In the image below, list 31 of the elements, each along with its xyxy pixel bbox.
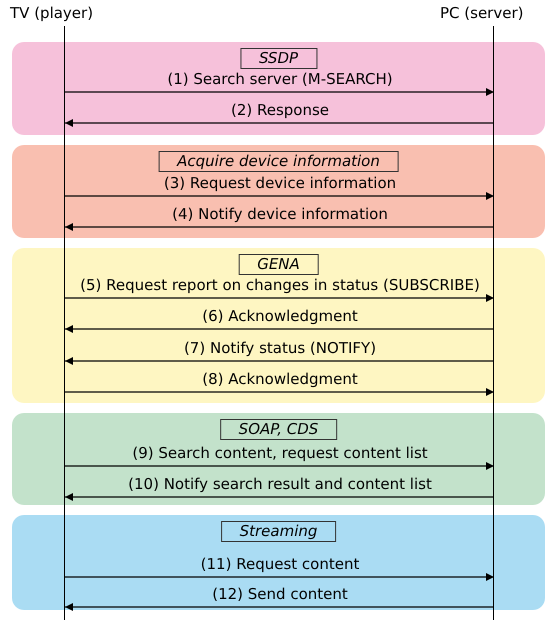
message-arrow <box>65 573 494 581</box>
message-arrow <box>65 388 494 396</box>
message-label: (2) Response <box>230 101 330 119</box>
message-label: (3) Request device information <box>164 174 396 192</box>
message-arrow <box>65 462 494 470</box>
phase-title: GENA <box>238 254 319 275</box>
message-label: (7) Notify status (NOTIFY) <box>184 339 376 357</box>
lifeline-label: PC (server) <box>440 4 524 22</box>
message-arrow <box>65 325 494 333</box>
message-label: (11) Request content <box>200 555 360 573</box>
message-label: (9) Search content, request content list <box>132 444 428 462</box>
phase-title: SSDP <box>240 48 318 69</box>
phase-title: Streaming <box>220 521 336 542</box>
phase-title: Acquire device information <box>158 151 399 172</box>
message-arrow <box>65 223 494 231</box>
message-label: (5) Request report on changes in status (SUBSCRIBE) <box>80 276 480 294</box>
message-arrow <box>65 493 494 501</box>
message-arrow <box>65 294 494 302</box>
lifeline-label: TV (player) <box>10 4 94 22</box>
message-label: (8) Acknowledgment <box>202 370 358 388</box>
message-arrow <box>65 357 494 365</box>
phase-title: SOAP, CDS <box>220 419 338 440</box>
message-label: (6) Acknowledgment <box>202 307 358 325</box>
message-arrow <box>65 603 494 611</box>
message-label: (12) Send content <box>212 585 348 603</box>
message-arrow <box>65 192 494 200</box>
message-label: (4) Notify device information <box>172 205 388 223</box>
message-label: (1) Search server (M-SEARCH) <box>167 70 393 88</box>
message-arrow <box>65 119 494 127</box>
message-arrow <box>65 88 494 96</box>
message-label: (10) Notify search result and content list <box>128 475 432 493</box>
